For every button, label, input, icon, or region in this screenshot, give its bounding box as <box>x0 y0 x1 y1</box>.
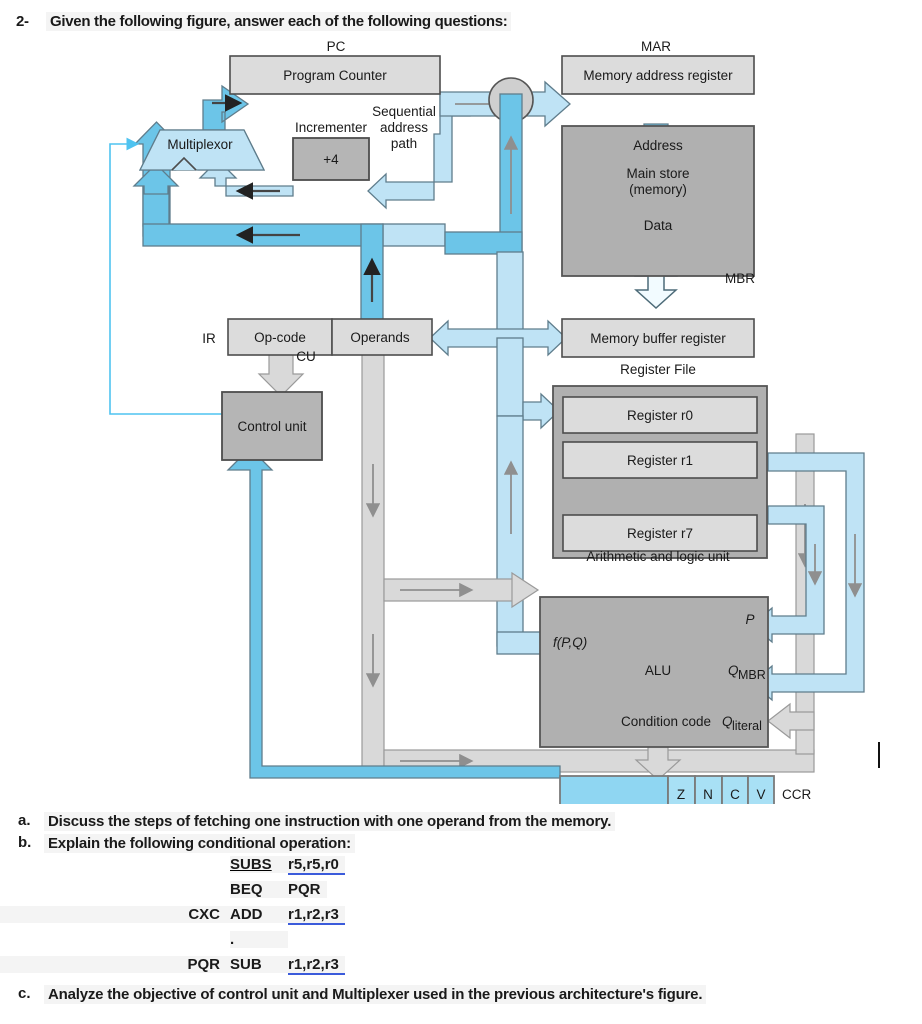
questions-list: a. Discuss the steps of fetching one ins… <box>0 812 922 1007</box>
question-c-text: Analyze the objective of control unit an… <box>44 985 707 1004</box>
code-line: SUBS r5,r5,r0 <box>0 856 922 881</box>
control-unit-label: Control unit <box>237 419 306 434</box>
text-caret <box>878 742 880 768</box>
main-store-data-label: Data <box>644 218 673 233</box>
main-store-title-line2: (memory) <box>629 182 687 197</box>
ccr-flag-v: V <box>756 787 765 802</box>
main-store-title-line1: Main store <box>626 166 689 181</box>
question-b-label: b. <box>18 834 32 851</box>
ccr-flag-z: Z <box>677 787 685 802</box>
code-label: CXC <box>0 906 230 923</box>
register-file-caption: Register File <box>620 362 696 377</box>
register-r1-label: Register r1 <box>627 453 693 468</box>
alu-q-literal-subscript: literal <box>732 719 762 733</box>
cu-caption: CU <box>296 349 316 364</box>
code-args: r1,r2,r3 <box>288 906 345 925</box>
ir-opcode-label: Op-code <box>254 330 306 345</box>
code-label: PQR <box>0 956 230 973</box>
mbr-box-label: Memory buffer register <box>590 331 726 346</box>
ccr-bar: Z N C V CCR <box>559 775 811 804</box>
ccr-flag-n: N <box>703 787 713 802</box>
mbr-box <box>561 318 755 358</box>
alu-caption: Arithmetic and logic unit <box>586 549 730 564</box>
question-c-label: c. <box>18 985 31 1002</box>
register-r7-box <box>562 514 758 552</box>
question-prompt: Given the following figure, answer each … <box>46 11 512 31</box>
pc-box-label: Program Counter <box>283 68 387 83</box>
question-a-label: a. <box>18 812 31 829</box>
alu-q-mbr-label: Q <box>728 663 739 678</box>
control-bus-alu-to-ccr <box>634 745 682 781</box>
bus-central-trunk <box>360 223 384 325</box>
ir-caption: IR <box>202 331 216 346</box>
control-line-cu-to-mux <box>109 137 222 415</box>
ccr-caption: CCR <box>782 787 811 802</box>
alu-p-input-label: P <box>745 612 754 627</box>
code-line: . <box>0 931 922 956</box>
bus-ir-down-to-regfile <box>496 337 560 430</box>
bus-writeback-horizontal <box>142 223 384 247</box>
code-args: r5,r5,r0 <box>288 856 345 875</box>
alu-q-literal-label: Q <box>722 714 733 729</box>
question-header: 2- Given the following figure, answer ea… <box>0 8 922 34</box>
cpu-architecture-figure: .bxL{fill:#dcdcdc;stroke:#4d4d4d;stroke-… <box>0 34 922 804</box>
question-c: c. Analyze the objective of control unit… <box>0 985 922 1004</box>
question-number: 2- <box>16 12 29 30</box>
bus-to-alu-input <box>496 415 546 655</box>
alu-name-label: ALU <box>645 663 671 678</box>
mar-box-label: Memory address register <box>583 68 733 83</box>
control-unit-box <box>221 391 323 461</box>
sequential-address-path-line1: Sequential <box>372 104 436 119</box>
code-args: PQR <box>288 881 327 898</box>
assembly-code-listing: SUBS r5,r5,r0 BEQ PQR CXC ADD r1,r2,r3 .… <box>0 856 922 981</box>
register-r0-label: Register r0 <box>627 408 693 423</box>
control-bus-q-literal <box>767 702 815 740</box>
mbr-caption: MBR <box>725 271 755 286</box>
sequential-address-path-line3: path <box>391 136 417 151</box>
alu-fpq-label: f(P,Q) <box>553 635 587 650</box>
question-b-text: Explain the following conditional operat… <box>44 834 355 853</box>
pc-caption: PC <box>327 39 346 54</box>
code-op: SUB <box>230 956 288 973</box>
register-r1-box <box>562 441 758 479</box>
alu-q-mbr-subscript: MBR <box>738 668 766 682</box>
multiplexor-label: Multiplexor <box>167 137 233 152</box>
register-r0-box <box>562 396 758 434</box>
code-op: ADD <box>230 906 288 923</box>
question-a: a. Discuss the steps of fetching one ins… <box>0 812 922 831</box>
code-op: SUBS <box>230 856 288 873</box>
ir-operands-box <box>331 318 433 356</box>
code-op: BEQ <box>230 881 288 898</box>
alu-condition-code-label: Condition code <box>621 714 711 729</box>
ccr-flag-c: C <box>730 787 740 802</box>
register-r7-label: Register r7 <box>627 526 693 541</box>
main-store-box <box>561 125 755 277</box>
incrementer-caption: Incrementer <box>295 120 368 135</box>
control-bus-vertical-main <box>361 351 385 773</box>
mar-box <box>561 55 755 95</box>
bus-riser-to-mar <box>444 93 523 255</box>
question-a-text: Discuss the steps of fetching one instru… <box>44 812 616 831</box>
control-bus-branch-alu <box>383 571 540 609</box>
mar-caption: MAR <box>641 39 671 54</box>
incrementer-box-label: +4 <box>323 152 339 167</box>
code-op: . <box>230 931 288 948</box>
code-line: CXC ADD r1,r2,r3 <box>0 906 922 931</box>
question-b: b. Explain the following conditional ope… <box>0 834 922 853</box>
code-line: PQR SUB r1,r2,r3 <box>0 956 922 981</box>
code-args: r1,r2,r3 <box>288 956 345 975</box>
bus-writeback-light <box>382 223 446 247</box>
code-line: BEQ PQR <box>0 881 922 906</box>
sequential-address-path-line2: address <box>380 120 428 135</box>
ir-operands-label: Operands <box>350 330 410 345</box>
incrementer-box <box>292 137 370 181</box>
ir-opcode-box <box>227 318 333 356</box>
alu-box <box>539 596 769 748</box>
pc-box <box>229 55 441 95</box>
bus-mux-to-pc <box>202 84 250 131</box>
main-store-address-label: Address <box>633 138 683 153</box>
